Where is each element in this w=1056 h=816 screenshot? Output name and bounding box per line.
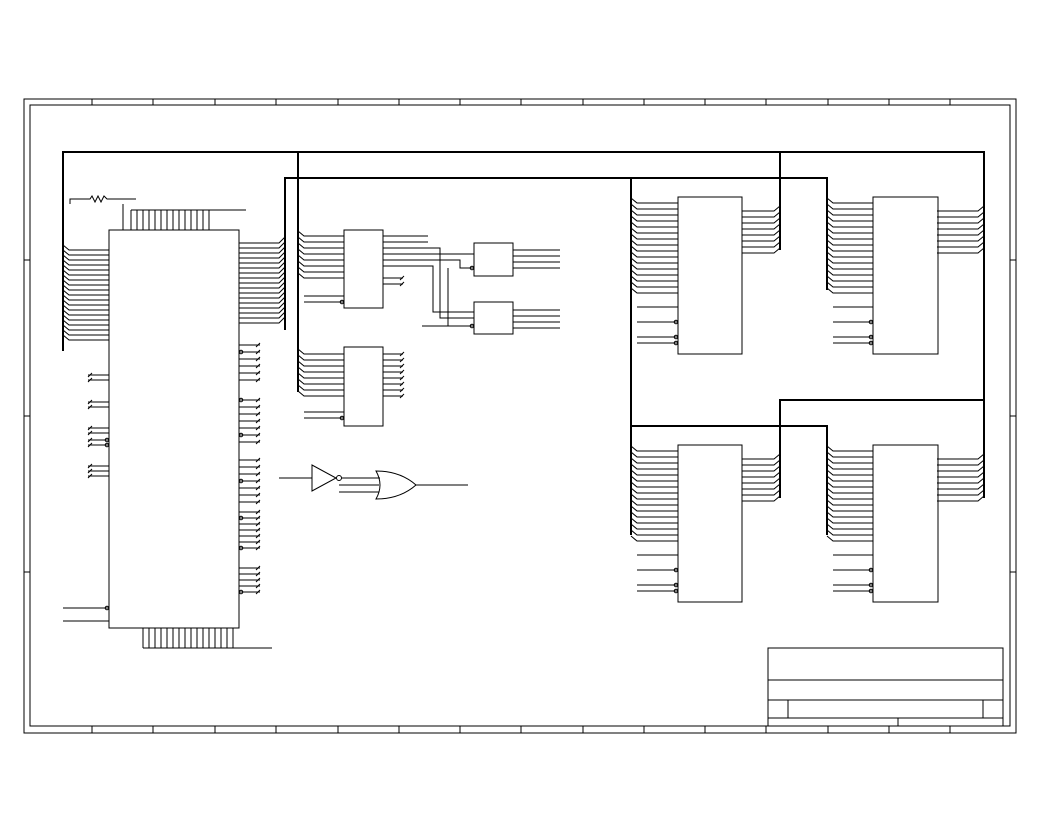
frame-zone-ticks (24, 99, 1016, 733)
main-ic-pins (62, 209, 286, 649)
main-controller-ic (108, 229, 240, 629)
title-block (767, 647, 1004, 727)
latch-lower (343, 346, 384, 427)
memory-bank-2 (872, 196, 939, 355)
decoder-block-a (473, 242, 514, 277)
memory-bank-1 (677, 196, 743, 355)
pullup-resistor (69, 194, 136, 230)
decoder-block-b (473, 301, 514, 335)
latch-pins (297, 230, 428, 421)
memory-bank-3 (677, 444, 743, 603)
inverter-gate (279, 464, 380, 492)
decoder-wiring (383, 247, 560, 329)
bus-lines (62, 151, 985, 535)
memory-bank-4 (872, 444, 939, 603)
or-gate (339, 470, 468, 500)
latch-upper (343, 229, 384, 309)
memory-bank-pins (630, 197, 985, 594)
